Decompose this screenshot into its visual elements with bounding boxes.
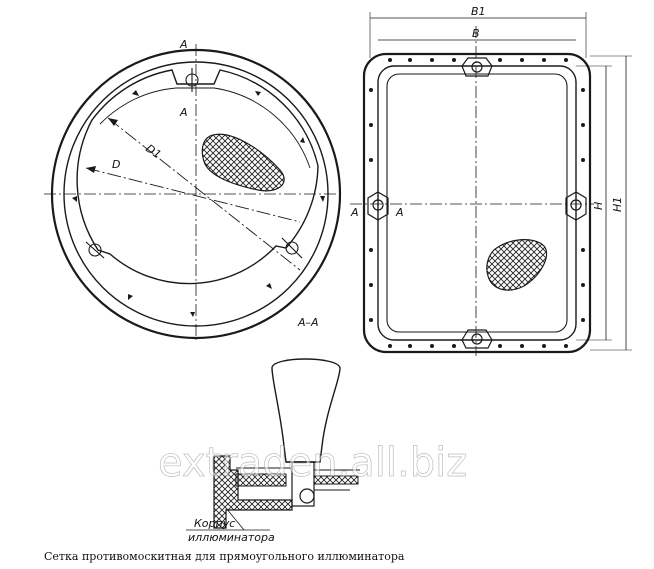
- section-title: A–A: [297, 316, 319, 329]
- dimension-label-d1: D1: [143, 142, 163, 162]
- dimension-label-d: D: [112, 158, 120, 171]
- diameter-line-d1: [107, 117, 301, 271]
- rectangular-porthole-view: [350, 12, 632, 356]
- mesh-frame-section: [313, 475, 359, 485]
- dimension-label-b: B: [472, 27, 480, 40]
- outer-frame: [362, 52, 592, 354]
- watermark-text: extraden.all.biz: [158, 440, 467, 486]
- clamp-top: [461, 57, 493, 77]
- dimension-label-b1: B1: [471, 5, 486, 18]
- label-leader: [225, 507, 245, 531]
- screw-right: [281, 237, 303, 259]
- clamp-bottom: [461, 329, 493, 349]
- section-label-line2: иллюминатора: [188, 531, 275, 544]
- section-marker-right: A: [395, 206, 404, 219]
- section-marker-bottom: A: [179, 106, 188, 119]
- dimension-label-h: H: [592, 202, 605, 210]
- section-marker-top: A: [179, 38, 188, 51]
- ring-clips: [72, 90, 325, 317]
- round-porthole-view: [44, 44, 344, 340]
- figure-caption: Сетка противомоскитная для прямоугольног…: [44, 550, 405, 563]
- glass-opening: [386, 73, 568, 333]
- clamp-left: [367, 191, 389, 221]
- mesh-frame: [76, 69, 319, 285]
- mesh-frame-inner: [99, 87, 311, 169]
- section-label-line1: Корпус: [194, 517, 235, 530]
- shaft-pin: [299, 488, 315, 504]
- frame-screws: [369, 58, 585, 348]
- handle-knob: [271, 358, 341, 463]
- clamp-right: [565, 191, 587, 221]
- dimension-label-h1: H1: [611, 197, 624, 212]
- section-a-a-view: [186, 358, 360, 531]
- diameter-line-d: [85, 167, 301, 223]
- screw-top: [185, 68, 199, 92]
- section-marker-left: A: [350, 206, 359, 219]
- screw-left: [85, 241, 105, 259]
- mesh-patch-rect: [486, 239, 548, 291]
- porthole-body-section: [213, 455, 293, 529]
- glass-holder-section: [235, 473, 287, 487]
- inner-frame: [377, 65, 577, 341]
- mesh-patch: [201, 133, 285, 192]
